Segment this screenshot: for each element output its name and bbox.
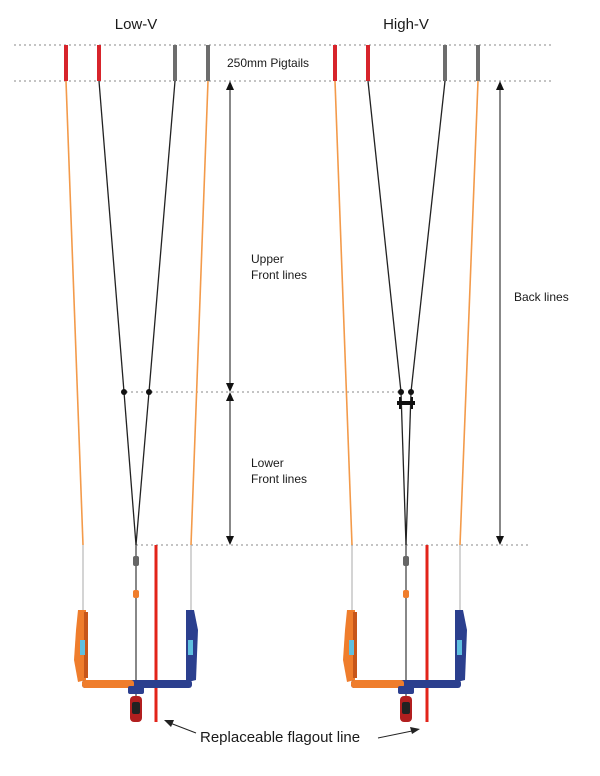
pigtails-label: 250mm Pigtails — [227, 56, 309, 70]
depower-stopper — [403, 556, 409, 566]
junction-knot-right — [146, 389, 152, 395]
lower-front-line-right — [135, 391, 150, 546]
upper-front-label-line2: Front lines — [251, 268, 307, 282]
chicken-loop-marker — [403, 590, 409, 598]
back-lines-arrowhead-top — [496, 81, 504, 90]
depower-stopper — [133, 556, 139, 566]
low-v-title: Low-V — [115, 16, 158, 33]
low-v-setup — [64, 45, 210, 734]
high-v-title: High-V — [383, 16, 429, 33]
upper-front-line-left — [367, 80, 402, 393]
junction-knot-left — [121, 389, 127, 395]
lower-front-arrowhead-top — [226, 392, 234, 401]
flagout-arrow-low-v — [169, 722, 197, 734]
lower-front-line-left — [400, 391, 407, 546]
dimension-arrows — [226, 81, 504, 545]
upper-front-line-left — [98, 80, 125, 393]
lower-front-label-line1: Lower — [251, 456, 284, 470]
back-lines-arrowhead-bottom — [496, 536, 504, 545]
back-line-left — [65, 80, 84, 546]
guide-lines — [14, 44, 552, 546]
v-spreader-bar — [397, 401, 415, 405]
back-line-right — [190, 80, 209, 546]
control-bar-high-v — [343, 610, 467, 722]
upper-front-arrowhead-top — [226, 81, 234, 90]
upper-front-line-right — [148, 80, 176, 393]
lower-front-line-left — [123, 391, 137, 546]
flagout-caption: Replaceable flagout line — [200, 729, 360, 746]
back-lines-label: Back lines — [514, 290, 569, 304]
flagout-arrowhead-low-v — [164, 720, 174, 727]
high-v-setup — [333, 45, 480, 739]
upper-front-label-line1: Upper — [251, 252, 284, 266]
flagout-arrow-high-v — [377, 730, 413, 739]
back-line-right — [459, 80, 479, 546]
chicken-loop-marker — [133, 590, 139, 598]
upper-front-line-right — [410, 80, 446, 393]
lower-front-arrowhead-bottom — [226, 536, 234, 545]
junction-knot-right — [408, 389, 414, 395]
flagout-arrowhead-high-v — [410, 727, 420, 734]
upper-front-arrowhead-bottom — [226, 383, 234, 392]
lower-front-line-right — [405, 391, 412, 546]
junction-knot-left — [398, 389, 404, 395]
control-bar-low-v — [74, 610, 198, 722]
lower-front-label-line2: Front lines — [251, 472, 307, 486]
back-line-left — [334, 80, 353, 546]
